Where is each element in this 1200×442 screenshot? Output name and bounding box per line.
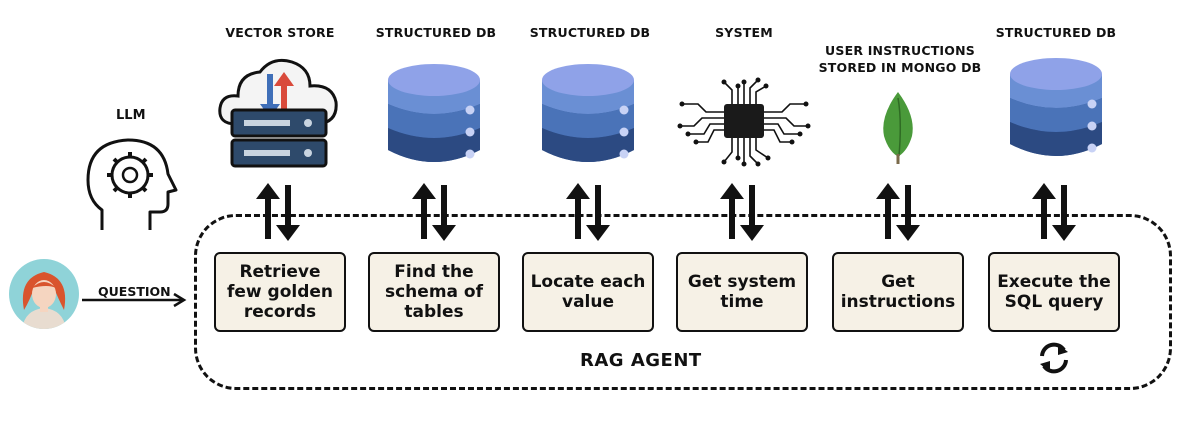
cpu-chip-icon <box>677 77 811 167</box>
step-get-system-time: Get system time <box>676 252 808 332</box>
step-locate-values: Locate each value <box>522 252 654 332</box>
question-arrow <box>82 292 187 308</box>
user-avatar-icon <box>9 259 79 329</box>
step-get-instructions: Get instructions <box>832 252 964 332</box>
refresh-icon <box>1040 342 1068 374</box>
arrow-up-down-icon <box>412 183 456 241</box>
header-system: SYSTEM <box>715 25 773 40</box>
header-structured-db-2: STRUCTURED DB <box>529 25 651 40</box>
llm-label: LLM <box>116 108 146 123</box>
brain-head-icon <box>86 138 178 230</box>
step-retrieve-golden-records: Retrieve few golden records <box>214 252 346 332</box>
cloud-server-icon <box>218 58 338 168</box>
rag-agent-frame <box>194 214 1172 390</box>
arrow-up-down-icon <box>876 183 920 241</box>
arrow-up-down-icon <box>720 183 764 241</box>
question-label: QUESTION <box>98 284 171 299</box>
mongodb-leaf-icon <box>883 92 913 164</box>
arrow-up-down-icon <box>256 183 300 241</box>
database-icon <box>542 64 634 162</box>
database-icon <box>388 64 480 162</box>
header-user-instructions: USER INSTRUCTIONS STORED IN MONGO DB <box>818 43 982 75</box>
rag-agent-label: RAG AGENT <box>580 350 702 371</box>
arrow-up-down-icon <box>1032 183 1076 241</box>
header-vector-store: VECTOR STORE <box>225 25 335 40</box>
database-icon <box>1010 58 1102 156</box>
step-execute-sql-query: Execute the SQL query <box>988 252 1120 332</box>
header-structured-db-3: STRUCTURED DB <box>995 25 1117 40</box>
header-structured-db-1: STRUCTURED DB <box>375 25 497 40</box>
step-find-table-schema: Find the schema of tables <box>368 252 500 332</box>
arrow-up-down-icon <box>566 183 610 241</box>
